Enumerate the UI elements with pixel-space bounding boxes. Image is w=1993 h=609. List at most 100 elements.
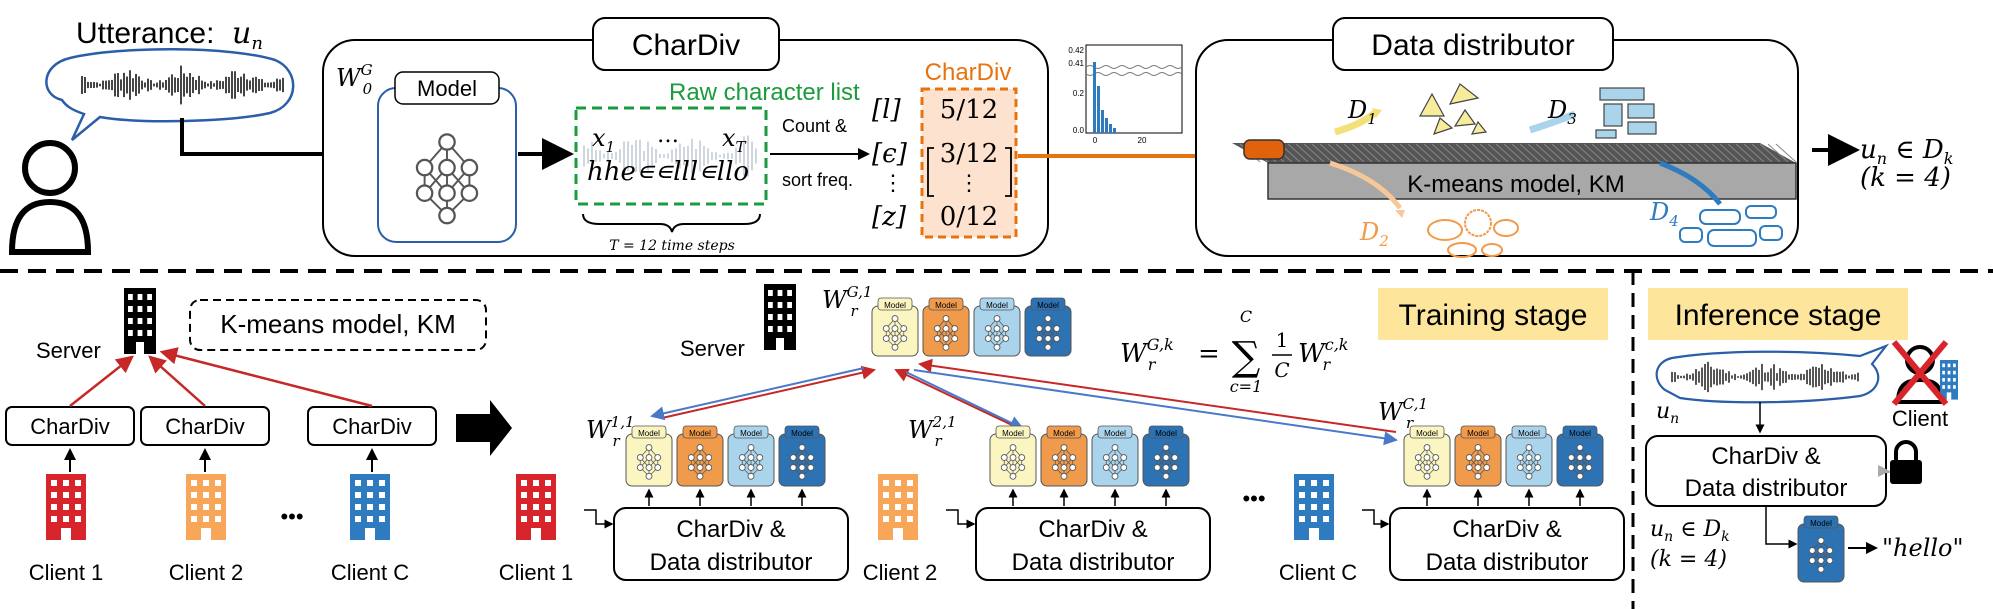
distributor-box-client-c: CharDiv & Data distributor: [1389, 507, 1625, 581]
ellipsis: •••: [280, 504, 303, 529]
svg-text:CharDiv &: CharDiv &: [1452, 516, 1561, 543]
model-chip: Model: [1797, 515, 1845, 583]
upload-arrows: [69, 347, 373, 408]
result-label-2: (k = 4): [1860, 163, 1951, 193]
svg-text:=: =: [1198, 339, 1220, 369]
mini-xtick: 20: [1138, 136, 1147, 145]
model-chip: Model: [1142, 425, 1190, 487]
distributor-title-box: [1332, 17, 1614, 71]
chardiv-value: 0/12: [940, 202, 998, 232]
char-label: [l]: [872, 95, 901, 125]
model-chip: Model: [1556, 425, 1604, 487]
utterance-var: un: [232, 16, 263, 54]
model-chip: Model: [1024, 297, 1072, 357]
model-chip-label: Model: [1518, 429, 1540, 438]
client-label: Client 1: [499, 560, 574, 585]
big-right-arrow: [456, 400, 512, 456]
char-label: ⋮: [882, 171, 904, 196]
svg-text:D2: D2: [1359, 218, 1389, 250]
training-stage-badge: [1378, 288, 1608, 340]
conveyor-belt: [1232, 139, 1797, 200]
model-chip-label: Model: [1002, 429, 1024, 438]
model-chip-label: Model: [986, 301, 1008, 310]
cluster-d3: D3: [1528, 87, 1657, 139]
distributor-box-client-1: CharDiv & Data distributor: [613, 507, 849, 581]
kmeans-box: [189, 299, 487, 351]
client-2-icon: [878, 474, 918, 540]
inference-box-line1: CharDiv &: [1711, 443, 1820, 470]
model-chip: Model: [922, 297, 970, 357]
raw-list-waveform: [583, 135, 757, 177]
speech-bubble-icon: [45, 47, 295, 141]
model-chip-label: Model: [689, 429, 711, 438]
svg-text:D4: D4: [1649, 198, 1679, 230]
chardiv-vector-box: [920, 87, 1018, 239]
server-icon: [124, 288, 156, 354]
chardiv-panel-title: CharDiv: [632, 29, 740, 62]
model-chip-label: Model: [935, 301, 957, 310]
cluster-d1: D1: [1334, 83, 1488, 136]
model-chip-label: Model: [1416, 429, 1438, 438]
chardiv-value: 3/12: [940, 139, 998, 169]
distributor-title: Data distributor: [1371, 29, 1574, 62]
svg-text:CharDiv &: CharDiv &: [676, 516, 785, 543]
inference-stage-label: Inference stage: [1675, 299, 1882, 332]
client-label: Client 2: [863, 560, 938, 585]
distributor-up-arrows: [644, 488, 1585, 506]
mini-xtick: 0: [1093, 136, 1098, 145]
raw-list-x1: x1: [592, 124, 615, 156]
raw-list-sequence: hhe∊∊lll∊llo: [587, 157, 749, 187]
inference-model-chip: Model: [1797, 515, 1845, 583]
cluster-d4: D4: [1649, 160, 1783, 247]
inference-box-line2: Data distributor: [1685, 475, 1848, 502]
ellipsis: •••: [1242, 486, 1265, 511]
inference-utterance: un: [1656, 399, 1679, 427]
model-chip-label: Model: [1810, 519, 1832, 528]
svg-text:Data distributor: Data distributor: [1012, 549, 1175, 576]
char-label-list: [l] [ϵ] ⋮ [z]: [872, 95, 908, 232]
chardiv-panel-title-box: [592, 17, 780, 71]
svg-text:CharDiv: CharDiv: [165, 414, 244, 439]
inference-result-2: (k = 4): [1650, 547, 1727, 572]
result-label-1: un ∈ Dk: [1860, 135, 1953, 168]
client-person-icon: [1891, 340, 1958, 406]
cluster-d2: D2: [1329, 160, 1519, 258]
inference-client-label: Client: [1892, 406, 1948, 431]
server-label: Server: [36, 338, 101, 363]
client-label: Client C: [331, 560, 409, 585]
model-chip: Model: [625, 425, 673, 487]
model-chip-label: Model: [1104, 429, 1126, 438]
chardiv-value: ⋮: [958, 171, 980, 196]
model-chip: Model: [989, 425, 1037, 487]
model-chip: Model: [871, 297, 919, 357]
chardiv-box-title: CharDiv: [925, 59, 1012, 86]
svg-text:CharDiv &: CharDiv &: [1038, 516, 1147, 543]
chardiv-value: 5/12: [940, 95, 998, 125]
client-label: Client C: [1279, 560, 1357, 585]
time-steps-brace: [582, 213, 761, 233]
model-chip-label: Model: [1053, 429, 1075, 438]
model-chip-label: Model: [791, 429, 813, 438]
client-c-icon: [1294, 474, 1334, 540]
kmeans-box-label: K-means model, KM: [220, 309, 456, 339]
model-chip-label: Model: [884, 301, 906, 310]
raw-list-title: Raw character list: [669, 79, 860, 106]
vector-bracket-right: [1005, 147, 1012, 197]
chardiv-box-client-c: CharDiv: [307, 406, 437, 446]
model-chip: Model: [1091, 425, 1139, 487]
server-label: Server: [680, 336, 745, 361]
model-chip: Model: [1505, 425, 1553, 487]
lock-icon: [1890, 440, 1922, 484]
inference-speech-bubble-icon: [1655, 343, 1890, 404]
training-stage-label: Training stage: [1399, 299, 1588, 332]
svg-text:C: C: [1274, 358, 1289, 382]
mini-ytick: 0.42: [1068, 46, 1084, 55]
svg-text:CharDiv: CharDiv: [332, 414, 411, 439]
arrow-box-to-model: [1765, 506, 1798, 549]
model-chip-label: Model: [1569, 429, 1591, 438]
